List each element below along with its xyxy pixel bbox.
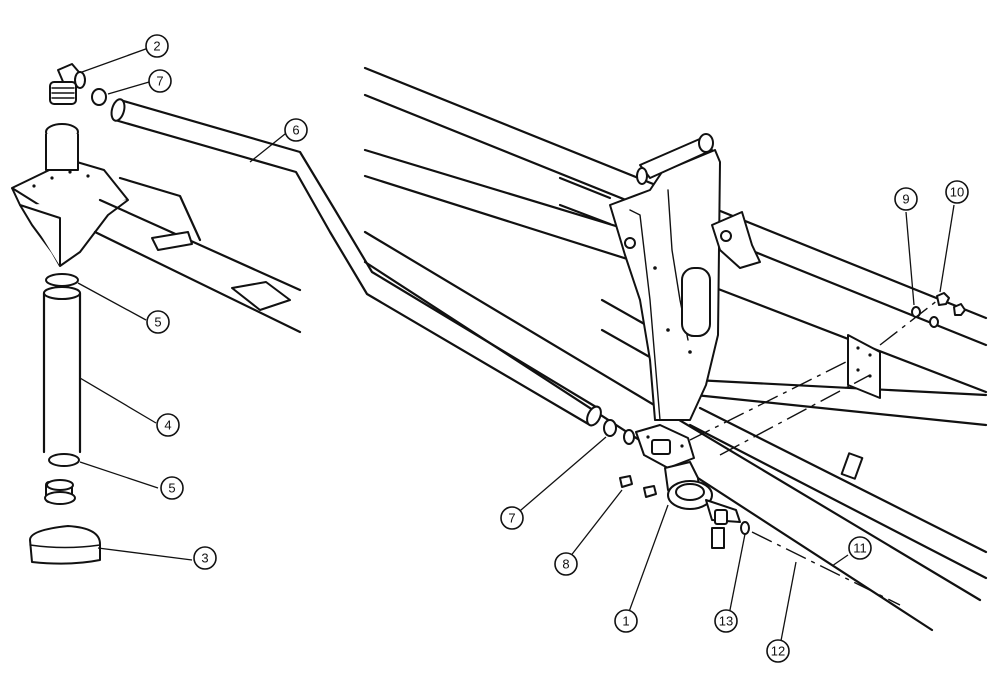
callout-4: 4 — [156, 413, 180, 437]
callout-12: 12 — [766, 639, 790, 663]
callout-label: 13 — [719, 614, 733, 629]
callout-8: 8 — [554, 552, 578, 576]
elbow-fitting — [49, 63, 107, 106]
callout-label: 11 — [853, 541, 867, 556]
callout-7-bottom: 7 — [500, 506, 524, 530]
callout-label: 2 — [153, 39, 160, 54]
washers-and-nuts — [911, 292, 966, 328]
callout-label: 8 — [562, 557, 569, 572]
valve-assembly — [603, 419, 750, 549]
callout-7-top: 7 — [148, 69, 172, 93]
callout-5-lower: 5 — [160, 476, 184, 500]
screws — [619, 475, 657, 498]
callout-label: 3 — [201, 551, 208, 566]
callout-1: 1 — [614, 609, 638, 633]
callout-6: 6 — [284, 118, 308, 142]
callout-label: 7 — [156, 74, 163, 89]
callout-label: 9 — [902, 192, 909, 207]
callout-10: 10 — [945, 180, 969, 204]
long-tube — [110, 98, 602, 427]
callout-11: 11 — [848, 536, 872, 560]
callout-label: 1 — [622, 614, 629, 629]
mount-bracket — [609, 133, 761, 421]
callout-3: 3 — [193, 546, 217, 570]
callout-label: 12 — [771, 644, 785, 659]
callout-label: 10 — [950, 185, 964, 200]
leader-lines — [77, 45, 955, 647]
hose-assembly — [29, 273, 101, 565]
callout-13: 13 — [714, 609, 738, 633]
callout-label: 4 — [164, 418, 171, 433]
callout-label: 5 — [154, 315, 161, 330]
callout-2: 2 — [145, 34, 169, 58]
callout-9: 9 — [894, 187, 918, 211]
callout-label: 7 — [508, 511, 515, 526]
callout-label: 6 — [292, 123, 299, 138]
assembly-centerlines — [689, 299, 939, 606]
callout-5-upper: 5 — [146, 310, 170, 334]
callout-label: 5 — [168, 481, 175, 496]
saddle-bracket — [11, 123, 302, 334]
